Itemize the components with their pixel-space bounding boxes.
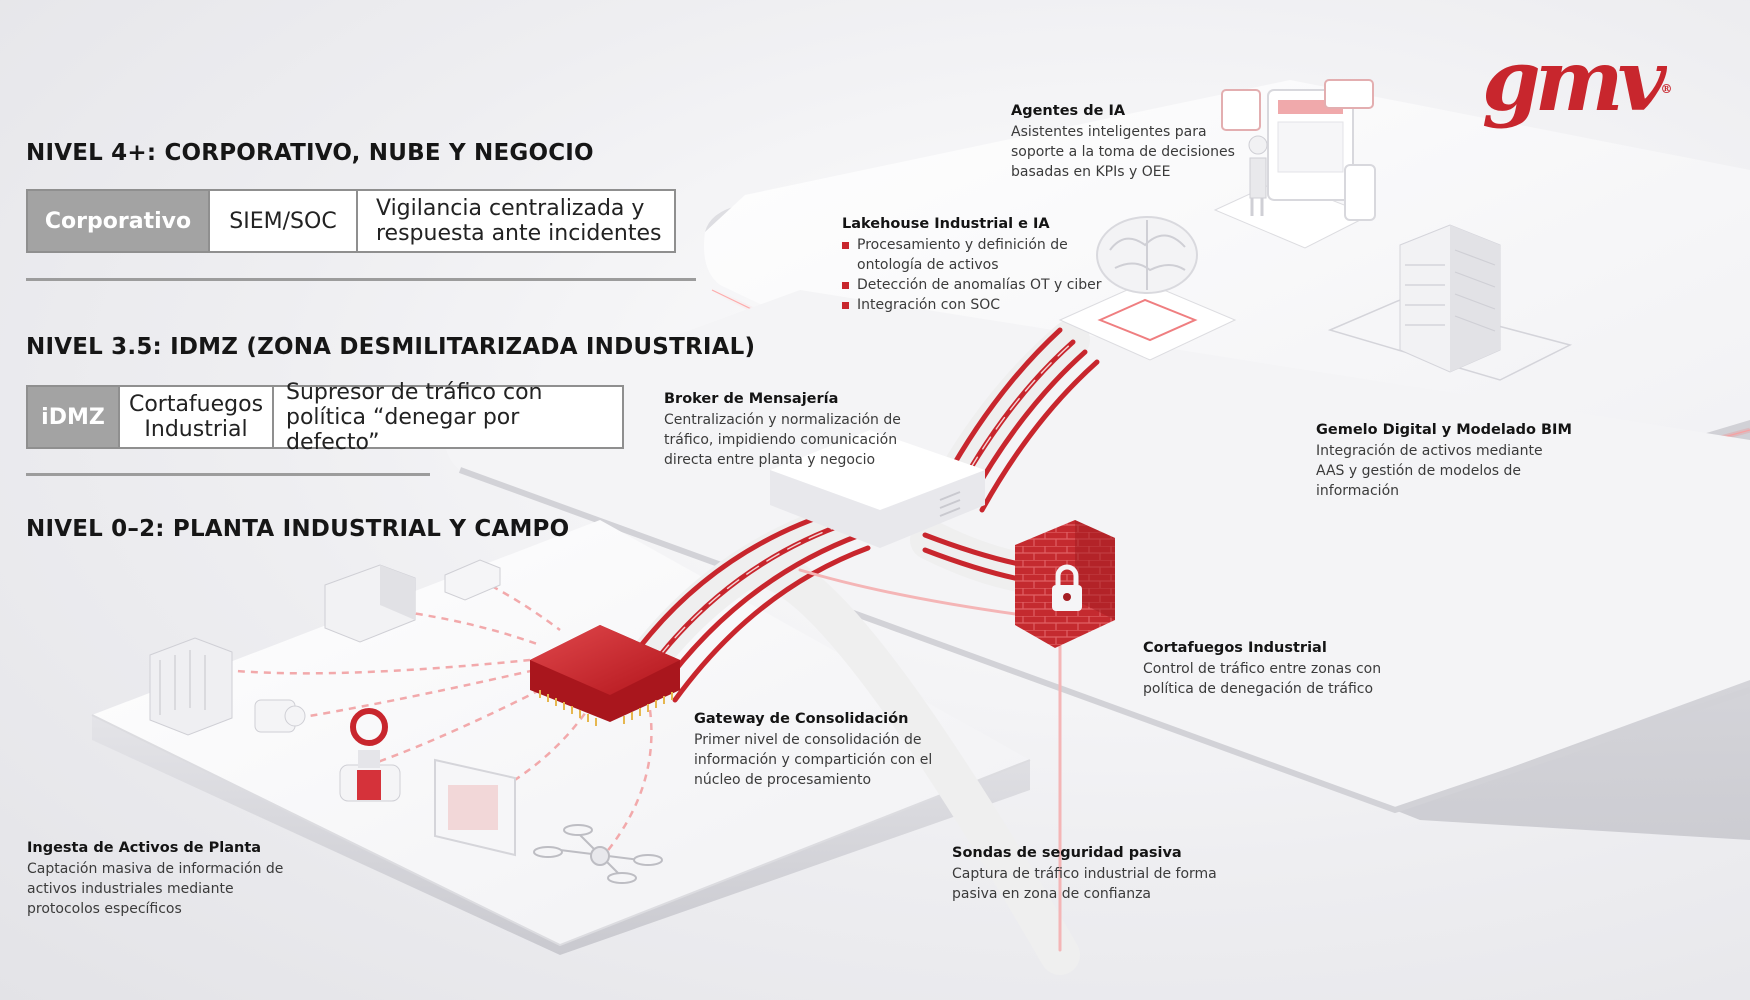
level-0-2-heading: NIVEL 0–2: PLANTA INDUSTRIAL Y CAMPO: [26, 516, 570, 542]
callout-title: Lakehouse Industrial e IA: [842, 216, 1050, 232]
callout-text: Integración de activos mediante AAS y ge…: [1316, 443, 1543, 499]
callout-text: Asistentes inteligentes para soporte a l…: [1011, 124, 1235, 180]
ai-agent-screens: [1213, 79, 1376, 249]
callout-title: Gateway de Consolidación: [694, 711, 909, 727]
callout-title: Broker de Mensajería: [664, 391, 839, 407]
callout-text: Captura de tráfico industrial de forma p…: [952, 866, 1217, 902]
divider: [26, 278, 696, 281]
drone: [533, 824, 663, 884]
level-4-tag: Corporativo: [28, 191, 208, 251]
divider: [26, 473, 430, 476]
callout-ai-agents: Agentes de IA Asistentes inteligentes pa…: [1011, 101, 1235, 182]
callout-passive-probes: Sondas de seguridad pasiva Captura de tr…: [952, 843, 1217, 904]
callout-text: Control de tráfico entre zonas con polít…: [1143, 661, 1382, 697]
gmv-logo: gmv®: [1482, 31, 1673, 130]
gateway-chip: [530, 625, 680, 726]
level-35-component: Cortafuegos Industrial: [118, 387, 272, 447]
level-4-description: Vigilancia centralizada y respuesta ante…: [356, 191, 674, 251]
list-item: Procesamiento y definición de ontología …: [842, 235, 1102, 275]
callout-list: Procesamiento y definición de ontología …: [842, 235, 1102, 315]
level-4-component: SIEM/SOC: [208, 191, 356, 251]
callout-asset-ingestion: Ingesta de Activos de Planta Captación m…: [27, 838, 283, 919]
callout-title: Ingesta de Activos de Planta: [27, 840, 262, 856]
callout-firewall: Cortafuegos Industrial Control de tráfic…: [1143, 638, 1381, 699]
callout-title: Agentes de IA: [1011, 103, 1126, 119]
callout-text: Centralización y normalización de tráfic…: [664, 412, 901, 468]
level-35-table: iDMZ Cortafuegos Industrial Supresor de …: [26, 380, 624, 455]
list-item: Integración con SOC: [842, 295, 1102, 315]
building-model: [1327, 224, 1573, 381]
callout-digital-twin: Gemelo Digital y Modelado BIM Integració…: [1316, 420, 1572, 501]
firewall-wall: [1015, 520, 1115, 648]
callout-title: Cortafuegos Industrial: [1143, 640, 1327, 656]
callout-title: Gemelo Digital y Modelado BIM: [1316, 422, 1572, 438]
callout-gateway: Gateway de Consolidación Primer nivel de…: [694, 709, 932, 790]
broker-hub: [770, 430, 985, 548]
plant-devices: [149, 559, 663, 884]
callout-broker: Broker de Mensajería Centralización y no…: [664, 389, 901, 470]
callout-text: Primer nivel de consolidación de informa…: [694, 732, 933, 788]
level-4-table: Corporativo SIEM/SOC Vigilancia centrali…: [26, 189, 676, 253]
callout-text: Captación masiva de información de activ…: [27, 861, 284, 917]
brain-pedestal: [1058, 216, 1237, 361]
level-4-heading: NIVEL 4+: CORPORATIVO, NUBE Y NEGOCIO: [26, 140, 594, 166]
list-item: Detección de anomalías OT y ciber: [842, 275, 1102, 295]
level-35-description: Supresor de tráfico con política “denega…: [272, 380, 622, 455]
level-35-tag: iDMZ: [28, 387, 118, 447]
callout-title: Sondas de seguridad pasiva: [952, 845, 1182, 861]
callout-lakehouse: Lakehouse Industrial e IA Procesamiento …: [842, 214, 1102, 315]
level-35-heading: NIVEL 3.5: IDMZ (ZONA DESMILITARIZADA IN…: [26, 334, 756, 360]
